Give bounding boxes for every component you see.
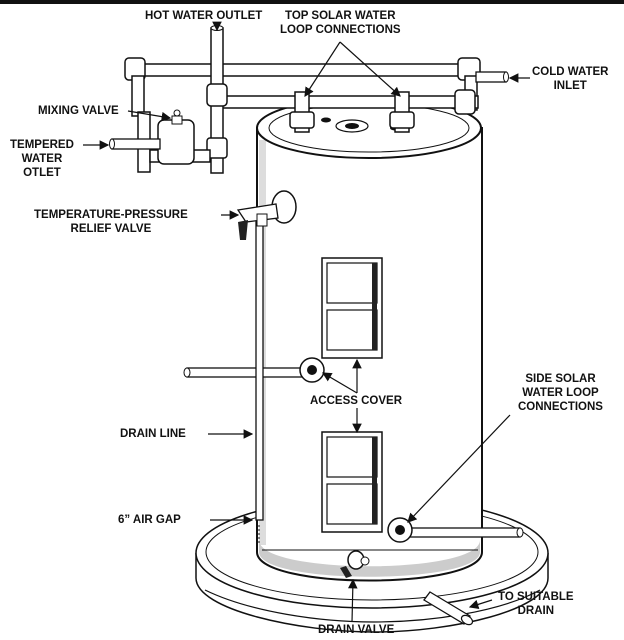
leader-lines [83, 21, 530, 623]
label-hot-water-outlet: HOT WATER OUTLET [145, 10, 263, 22]
label-mixing-valve: MIXING VALVE [38, 105, 119, 117]
relief-valve [236, 190, 297, 240]
upper-side-solar-connection [183, 357, 325, 383]
label-drain-valve: DRAIN VALVE [318, 624, 395, 636]
lower-access-cover [321, 431, 383, 533]
upper-access-cover [321, 257, 383, 359]
label-access-cover: ACCESS COVER [310, 395, 403, 407]
drain-line [255, 221, 264, 545]
label-air-gap: 6” AIR GAP [118, 514, 181, 526]
top-piping [109, 25, 509, 174]
lower-side-solar-connection [387, 517, 524, 543]
top-border [0, 0, 624, 4]
label-drain-line: DRAIN LINE [120, 428, 186, 440]
drain-valve [340, 550, 370, 578]
